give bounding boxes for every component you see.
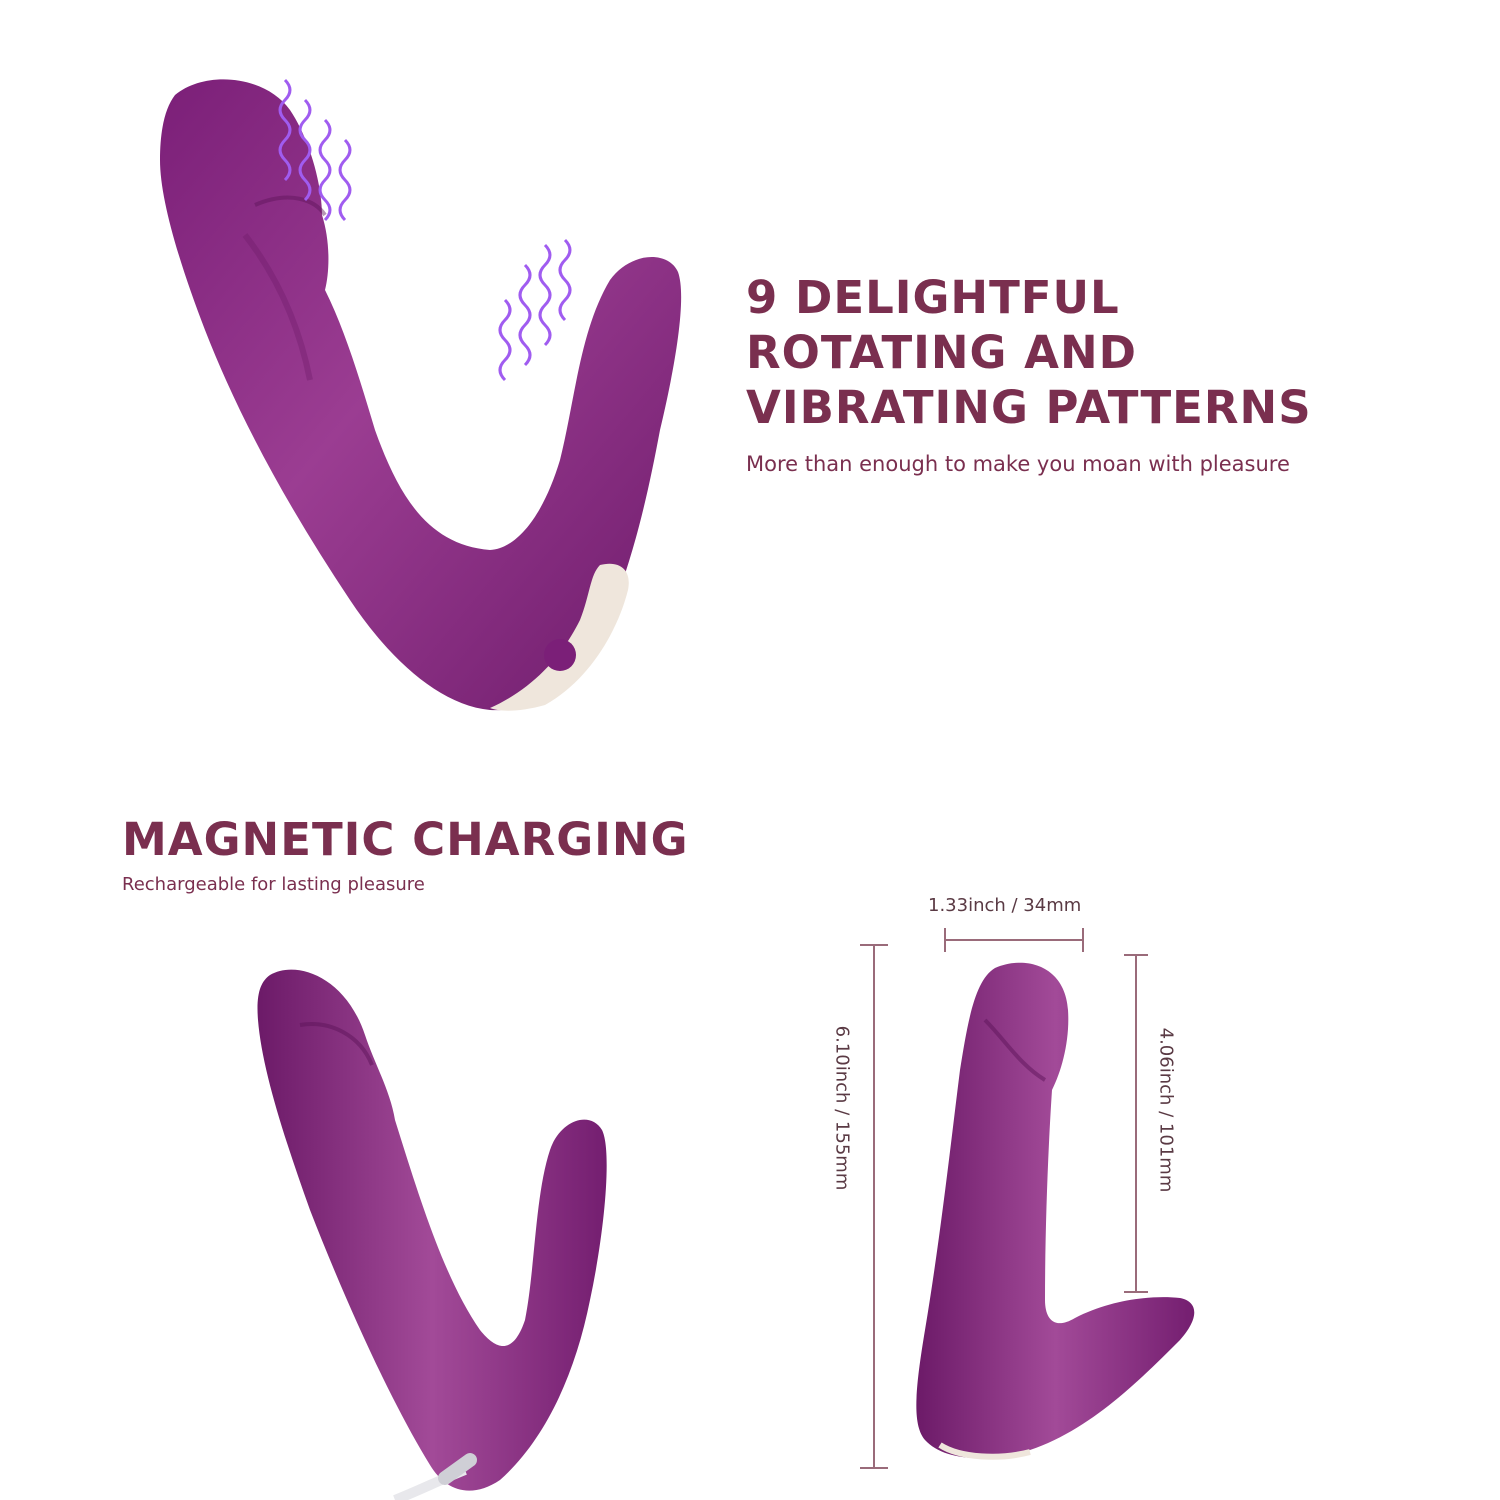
- dimension-width-line: [944, 928, 1084, 952]
- features-heading-line-1: 9 DELIGHTFUL: [746, 271, 1120, 324]
- dimension-insertable-length-label: 4.06inch / 101mm: [1155, 1027, 1177, 1193]
- features-heading-line-2: ROTATING AND: [746, 326, 1137, 379]
- product-image-top: [160, 78, 682, 711]
- product-image-charging: [257, 969, 607, 1500]
- charging-subtitle: Rechargeable for lasting pleasure: [122, 874, 425, 895]
- features-subtitle: More than enough to make you moan with p…: [746, 452, 1290, 476]
- dimension-insertable-length-line: [1124, 954, 1148, 1293]
- dimension-total-length-line: [860, 944, 888, 1469]
- power-button-icon: [544, 639, 576, 671]
- vibration-waves-icon: [278, 78, 572, 382]
- features-heading-line-3: VIBRATING PATTERNS: [746, 381, 1312, 434]
- dimension-width-label: 1.33inch / 34mm: [928, 895, 1082, 916]
- product-image-dimensions: [916, 962, 1195, 1460]
- charging-heading: MAGNETIC CHARGING: [122, 813, 689, 866]
- dimension-total-length-label: 6.10inch / 155mm: [831, 1025, 853, 1191]
- features-heading: 9 DELIGHTFUL ROTATING AND VIBRATING PATT…: [746, 270, 1312, 435]
